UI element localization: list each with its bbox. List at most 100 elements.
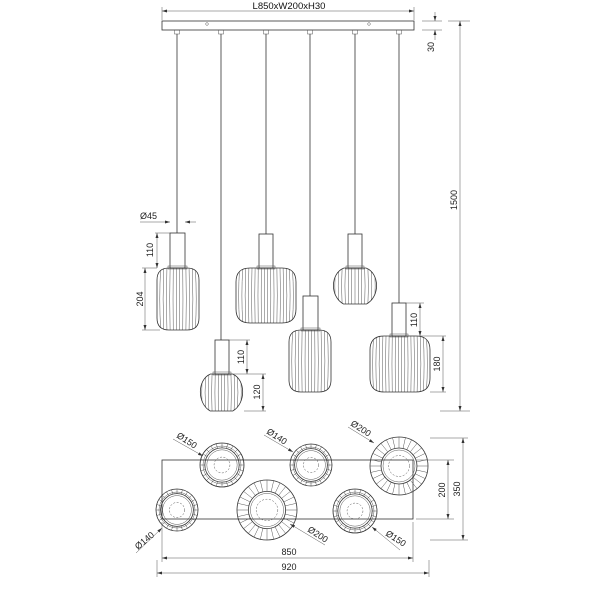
- shade-rib: [374, 268, 376, 304]
- shade-opening: [382, 449, 416, 483]
- shade-rib: [314, 480, 317, 486]
- shade-rib: [325, 454, 330, 458]
- canopy-height-dimension: 30: [422, 12, 442, 52]
- cord-connector: [174, 29, 180, 35]
- glass-shade: [369, 335, 431, 393]
- shade-rib: [366, 522, 371, 527]
- socket-collar: [389, 333, 409, 338]
- shade-rib: [282, 268, 284, 323]
- total-height-label: 1500: [449, 190, 459, 210]
- lamp1-shade-label: 204: [135, 291, 145, 306]
- shade-rib: [158, 517, 163, 521]
- shade-rib: [325, 472, 330, 476]
- shade-rib: [392, 437, 396, 449]
- overall-length-label: 920: [281, 562, 296, 572]
- shade-opening: [250, 493, 284, 527]
- diameter-label: Ø200: [306, 524, 330, 544]
- shade-rib: [322, 476, 327, 481]
- shade-rib: [236, 453, 242, 457]
- shade-rib: [243, 491, 253, 499]
- leader-line: [347, 426, 375, 444]
- leader-line: [263, 434, 294, 453]
- shade-rib: [335, 519, 341, 523]
- shade-rib: [202, 453, 208, 457]
- shade-rib: [369, 519, 375, 523]
- shade-plan: [369, 436, 429, 496]
- shade-rib: [200, 469, 206, 471]
- shade-rib: [372, 453, 383, 459]
- shade-rib: [334, 268, 336, 304]
- shade-rib: [419, 336, 422, 392]
- shade-rib: [166, 491, 170, 496]
- shade-rib: [406, 439, 412, 450]
- glass-shade: [199, 373, 244, 412]
- shade-rib: [370, 459, 382, 463]
- shade-rib: [191, 268, 194, 330]
- shade-inner-ring: [337, 493, 373, 529]
- shade-rib: [371, 515, 377, 517]
- shade-rib: [339, 495, 344, 500]
- shade-rib: [370, 469, 382, 473]
- shade-rib: [260, 480, 264, 492]
- shade-rib: [285, 513, 297, 517]
- shade-rib: [210, 479, 214, 485]
- shade-plan: [199, 442, 245, 488]
- diameter-label: Ø150: [384, 528, 408, 548]
- shade-rib: [380, 443, 388, 453]
- shade-rib-ring: [202, 445, 242, 485]
- shade-rib: [371, 505, 377, 507]
- shade-opening: [339, 495, 371, 527]
- shade-rib: [298, 330, 300, 392]
- shade-rib: [290, 468, 296, 471]
- overall-width-label: 350: [452, 481, 462, 496]
- shade-rib: [253, 482, 260, 494]
- canopy-elevation: L850xW200xH30: [161, 1, 415, 31]
- socket-collar: [300, 327, 321, 332]
- canopy-length-label: 850: [281, 547, 296, 557]
- socket-collar: [167, 265, 188, 270]
- lamp-socket: [258, 233, 274, 269]
- shade-rib: [343, 525, 347, 531]
- shade-rib: [230, 479, 234, 485]
- leader-line: [371, 526, 401, 551]
- shade-rib: [292, 454, 297, 458]
- shade-rib: [410, 479, 418, 489]
- shade-rib: [270, 480, 274, 492]
- shade-rib: [240, 374, 242, 411]
- shade-rib: [326, 459, 332, 462]
- shade-rib: [208, 374, 210, 411]
- shade-rib: [333, 505, 339, 507]
- lamp6-shade-label: 180: [432, 356, 442, 371]
- shade-rib: [322, 449, 327, 454]
- shade-rib: [239, 517, 251, 524]
- shade-rib: [378, 336, 381, 392]
- shade-rib: [410, 443, 418, 453]
- shade-rib: [382, 336, 384, 392]
- shade-rib: [184, 524, 188, 529]
- shade-rib: [244, 268, 247, 323]
- socket-outline: [388, 455, 410, 477]
- shade-rib: [343, 491, 347, 497]
- shade-rib: [281, 491, 291, 499]
- shade-rib: [300, 446, 304, 451]
- lamp6-socket-label: 110: [409, 313, 419, 327]
- shade-rib: [226, 443, 228, 449]
- socket-collar: [212, 371, 232, 376]
- shade-rib: [320, 330, 322, 392]
- shade-rib: [363, 525, 367, 531]
- shade-rib: [283, 496, 295, 503]
- shade-rib: [341, 268, 343, 304]
- shade-rib: [416, 336, 418, 392]
- shade-rib: [376, 447, 386, 455]
- shade-rib: [233, 449, 238, 454]
- shade-rib: [295, 449, 300, 454]
- shade-rib: [415, 453, 426, 459]
- socket-collar: [256, 265, 276, 270]
- shade-plan: [236, 479, 298, 541]
- shade-rib: [171, 525, 174, 531]
- shade-rib: [339, 522, 344, 527]
- shade-rib: [366, 495, 371, 500]
- shade-rib: [295, 476, 300, 481]
- shade-rib: [166, 268, 168, 330]
- shade-rib: [318, 446, 322, 451]
